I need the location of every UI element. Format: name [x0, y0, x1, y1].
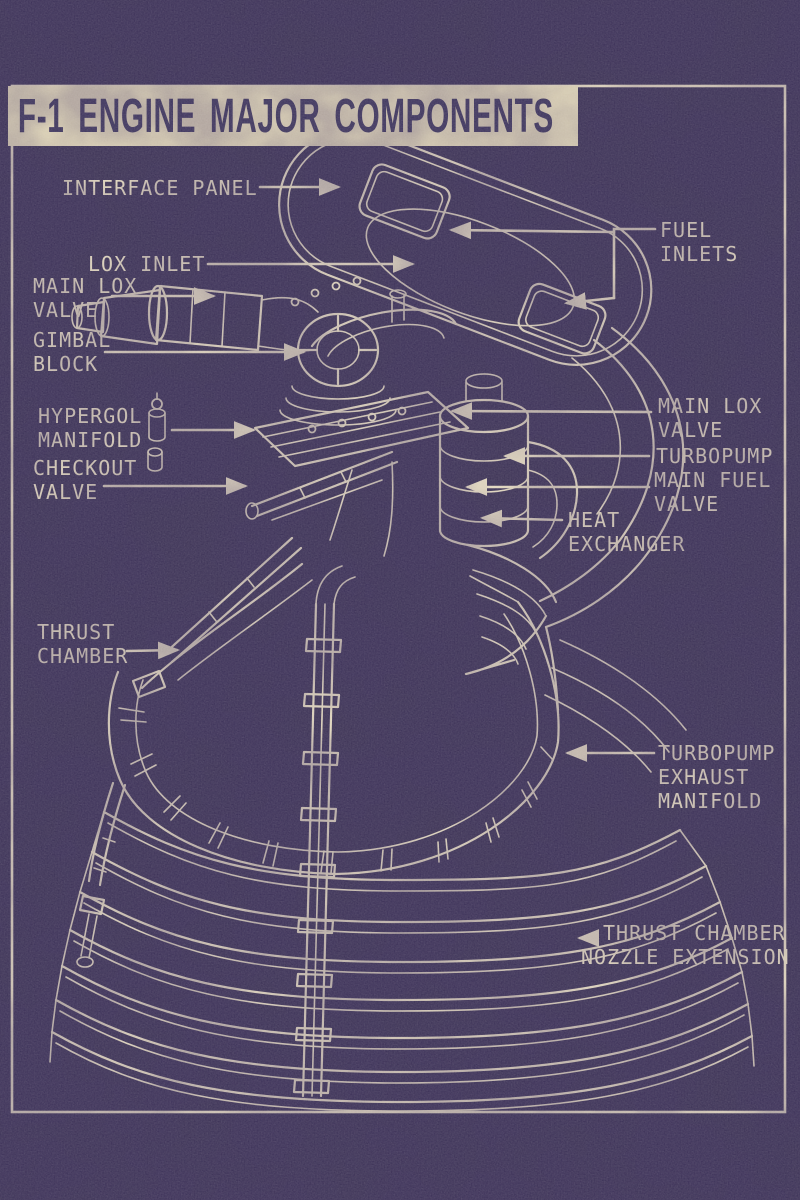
interface-panel-shape: [278, 128, 653, 366]
label-interface-panel: INTERFACE PANEL: [62, 176, 258, 200]
label-gimbal-block: GIMBAL BLOCK: [33, 328, 112, 376]
label-main-lox-valve-left: MAIN LOX VALVE: [33, 274, 138, 322]
callout-arrows: [102, 178, 657, 947]
arrow-heat-exchanger: [479, 509, 564, 528]
arrow-fuel-inlet-top: [448, 221, 616, 240]
label-checkout-valve: CHECKOUT VALVE: [33, 456, 138, 504]
label-fuel-inlets: FUEL INLETS: [660, 218, 739, 266]
arrow-thrust-chamber: [125, 641, 181, 660]
arrow-main-lox-valve-right: [449, 402, 653, 420]
label-thrust-chamber: THRUST CHAMBER: [37, 620, 129, 668]
label-turbopump-exhaust-manifold: TURBOPUMP EXHAUST MANIFOLD: [658, 741, 776, 813]
label-lox-inlet: LOX INLET: [88, 252, 206, 276]
label-heat-exchanger: HEAT EXCHANGER: [568, 508, 686, 556]
label-thrust-chamber-nozzle-extension: THRUST CHAMBER NOZZLE EXTENSION: [581, 921, 790, 969]
label-main-lox-valve-right: MAIN LOX VALVE: [658, 394, 763, 442]
page-title: F-1 ENGINE MAJOR COMPONENTS: [17, 89, 554, 143]
title-banner: F-1 ENGINE MAJOR COMPONENTS: [8, 86, 578, 146]
label-hypergol-manifold: HYPERGOL MANIFOLD: [38, 404, 143, 452]
label-turbopump: TURBOPUMP: [656, 444, 774, 468]
